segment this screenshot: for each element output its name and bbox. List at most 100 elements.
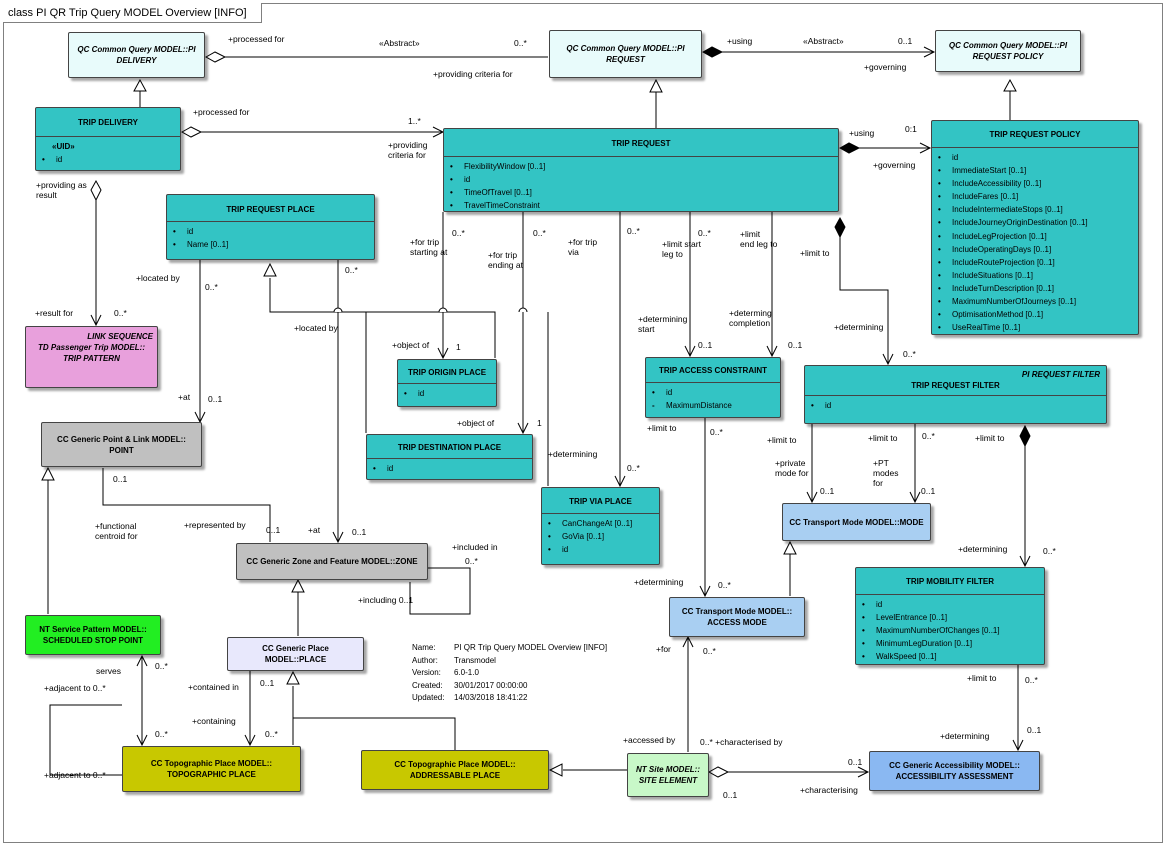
role-label: +for trip starting at <box>410 237 448 257</box>
attribute-row: •id <box>938 153 959 162</box>
multiplicity-label: 0..* <box>903 349 916 359</box>
role-label: +PT modes for <box>873 458 899 488</box>
role-label: +located by <box>294 323 338 333</box>
arrow-head <box>1019 555 1031 568</box>
attribute-row: •GoVia [0..1] <box>548 532 605 542</box>
class-title: CC Generic Accessibility MODEL:: <box>889 761 1020 770</box>
attribute-row: •id <box>450 175 471 185</box>
arrow-head <box>684 345 696 358</box>
class-scheduled-stop-point[interactable]: NT Service Pattern MODEL::SCHEDULED STOP… <box>25 615 161 655</box>
arrow-head <box>919 142 932 154</box>
class-cc-transport-mode[interactable]: CC Transport Mode MODEL::MODE <box>782 503 931 541</box>
attribute-row: -MaximumDistance <box>652 401 732 411</box>
class-title: QC Common Query MODEL::PI <box>948 41 1068 50</box>
role-label: +adjacent to 0..* <box>44 770 106 780</box>
role-label: +determining <box>940 731 990 741</box>
attribute-row: •IncludeSituations [0..1] <box>938 270 1033 280</box>
multiplicity-label: 0..* <box>1043 546 1056 556</box>
diagram-info: Name:PI QR Trip Query MODEL Overview [IN… <box>412 642 607 705</box>
class-cc-zone[interactable]: CC Generic Zone and Feature MODEL::ZONE <box>236 543 428 580</box>
info-value: 30/01/2017 00:00:00 <box>454 680 528 690</box>
multiplicity-label: 0..* <box>710 427 723 437</box>
stereotype-label: «Abstract» <box>379 38 420 48</box>
diagram-title: class PI QR Trip Query MODEL Overview [I… <box>3 3 262 23</box>
role-label: +providing criteria for <box>433 69 513 79</box>
gen-arrow <box>649 78 663 93</box>
role-label: +accessed by <box>623 735 676 745</box>
class-trip-mobility-filter[interactable]: TRIP MOBILITY FILTER •id •LevelEntrance … <box>855 567 1045 665</box>
multiplicity-label: 0..* <box>265 729 278 739</box>
diagram-frame <box>3 3 1163 843</box>
role-label: +providing as result <box>36 180 87 200</box>
role-label: +contained in <box>188 682 239 692</box>
info-key: Author: <box>412 655 438 665</box>
class-access-mode[interactable]: CC Transport Mode MODEL::ACCESS MODE <box>669 597 805 637</box>
attribute-row: •CanChangeAt [0..1] <box>548 519 633 528</box>
attribute-row: •id <box>548 545 569 555</box>
class-accessibility-assessment[interactable]: CC Generic Accessibility MODEL::ACCESSIB… <box>869 751 1040 791</box>
info-value: 6.0-1.0 <box>454 668 479 677</box>
attribute-row: •FlexibilityWindow [0..1] <box>450 162 546 171</box>
multiplicity-label: 0..1 <box>848 757 863 767</box>
aggregation-diamond <box>707 766 730 778</box>
role-label: +characterising <box>800 785 858 795</box>
class-cc-point[interactable]: CC Generic Point & Link MODEL::POINT <box>41 422 202 467</box>
composition-diamond <box>838 142 861 154</box>
role-label: +determining <box>634 577 684 587</box>
multiplicity-label: 0..* <box>452 228 465 238</box>
attribute-row: •id <box>373 464 394 473</box>
attribute-row: •IncludeLegProjection [0..1] <box>938 231 1047 241</box>
class-trip-request-policy[interactable]: TRIP REQUEST POLICY •id•ImmediateStart [… <box>931 120 1139 335</box>
class-addressable-place[interactable]: CC Topographic Place MODEL::ADDRESSABLE … <box>361 750 549 790</box>
attribute-row: •WalkSpeed [0..1] <box>862 652 937 662</box>
role-label: 0..* +characterised by <box>700 737 783 747</box>
class-trip-delivery[interactable]: TRIP DELIVERY «UID» •id <box>35 107 181 171</box>
stereotype: PI REQUEST FILTER <box>1021 370 1100 379</box>
multiplicity-label: 0..1 <box>820 486 835 496</box>
attribute-row: •id <box>652 388 673 397</box>
class-trip-via-place[interactable]: TRIP VIA PLACE •CanChangeAt [0..1] •GoVi… <box>541 487 660 565</box>
class-trip-access-constraint[interactable]: TRIP ACCESS CONSTRAINT •id -MaximumDista… <box>645 357 781 418</box>
arrow-head <box>682 635 694 648</box>
multiplicity-label: 0..1 <box>113 474 128 484</box>
role-label: +limit to <box>767 435 797 445</box>
attribute-row: •MaximumNumberOfChanges [0..1] <box>862 626 1000 636</box>
multiplicity-label: 0..* <box>155 729 168 739</box>
line-hop <box>333 307 343 313</box>
stereotype: LINK SEQUENCE <box>87 332 153 341</box>
assoc-topo-self <box>49 704 122 776</box>
multiplicity-label: 0..* <box>533 228 546 238</box>
attribute-row: •Name [0..1] <box>173 240 229 250</box>
class-site-element[interactable]: NT Site MODEL::SITE ELEMENT <box>627 753 709 797</box>
composition-diamond <box>701 46 724 58</box>
role-label: +for <box>656 644 671 654</box>
multiplicity-label: 0..* <box>703 646 716 656</box>
class-trip-request[interactable]: TRIP REQUEST •FlexibilityWindow [0..1] •… <box>443 128 839 212</box>
role-label: +at <box>308 525 321 535</box>
multiplicity-label: 0..* <box>698 228 711 238</box>
attribute-row: •id <box>173 227 194 236</box>
role-label: +limit to <box>800 248 830 258</box>
role-label: +processed for <box>228 34 285 44</box>
class-topographic-place[interactable]: CC Topographic Place MODEL::TOPOGRAPHIC … <box>122 746 301 792</box>
class-name: TRIP PATTERN <box>63 354 120 363</box>
line-hop <box>438 307 448 313</box>
class-name: TRIP DELIVERY <box>77 118 138 127</box>
gen-arrow <box>548 763 563 777</box>
info-value: 14/03/2018 18:41:22 <box>454 693 528 702</box>
class-cc-place[interactable]: CC Generic Place MODEL::PLACE <box>227 637 364 671</box>
multiplicity-label: 0..1 <box>898 36 913 46</box>
multiplicity-label: 0..* <box>345 265 358 275</box>
class-trip-request-place[interactable]: TRIP REQUEST PLACE •id •Name [0..1] <box>166 194 375 260</box>
arrow-head <box>136 734 148 747</box>
class-name: ACCESS MODE <box>707 618 767 627</box>
role-label: +included in <box>452 542 498 552</box>
class-trip-origin-place[interactable]: TRIP ORIGIN PLACE •id <box>397 359 497 407</box>
class-trip-destination-place[interactable]: TRIP DESTINATION PLACE •id <box>366 434 533 480</box>
attribute-row: •OptimisationMethod [0..1] <box>938 310 1044 320</box>
